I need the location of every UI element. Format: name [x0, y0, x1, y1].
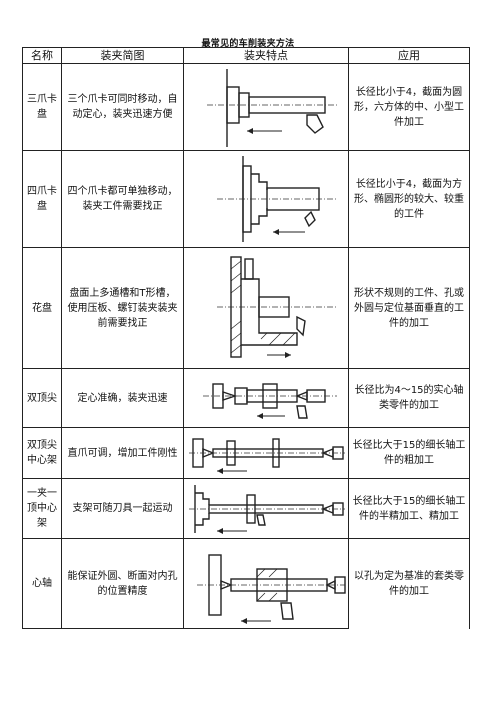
header-application: 应用 — [348, 47, 470, 64]
table-row: 花盘 盘面上多通槽和T形槽，使用压板、螺钉装夹装夹前需要找正 — [22, 247, 470, 369]
page-title: 最常见的车削装夹方法 — [201, 39, 295, 49]
row-application: 长径比小于4，截面为方形、椭圆形的较大、较重的工件 — [354, 178, 464, 220]
row-method: 盘面上多通槽和T形槽，使用压板、螺钉装夹装夹前需要找正 — [67, 287, 178, 329]
row-name: 四爪卡盘 — [22, 150, 62, 248]
row-method: 能保证外圆、断面对内孔的位置精度 — [67, 570, 178, 597]
row-application: 以孔为定为基准的套类零件的加工 — [354, 570, 464, 597]
row-name: 花盘 — [22, 247, 62, 369]
table-row: 双顶尖 定心准确，装夹迅速 长径比为4～15的实心轴类零件的加工 — [22, 368, 470, 428]
table-row: 心轴 能保证外圆、断面对内孔的位置精度 以孔为定为基准的套类零件的加工 — [22, 538, 470, 629]
row-name: 心轴 — [22, 538, 62, 629]
row-method: 直爪可调，增加工件刚性 — [67, 447, 178, 459]
row-application: 长径比小于4，截面为圆形，六方体的中、小型工件加工 — [354, 86, 464, 128]
table-row: 三爪卡盘 三个爪卡可同时移动，自动定心，装夹迅速方便 长径比小于4，截面为圆形，… — [22, 63, 470, 151]
table-row: 四爪卡盘 四个爪卡都可单独移动，装夹工件需要找正 长径比小于4，截面为方形、椭圆… — [22, 150, 470, 248]
row-name: 三爪卡盘 — [22, 63, 62, 151]
row-method: 支架可随刀具一起运动 — [72, 503, 173, 514]
three-jaw-chuck-diagram — [207, 69, 337, 147]
mandrel-diagram — [197, 553, 346, 624]
header-diagram: 装夹特点 — [183, 47, 349, 64]
header-name: 名称 — [22, 47, 62, 64]
table-row: 一夹一顶中心架 支架可随刀具一起运动 长径比大于15的细长轴工件的半精加工、精加… — [22, 478, 470, 539]
row-application: 长径比大于15的细长轴工件的粗加工 — [352, 440, 466, 466]
row-method: 定心准确，装夹迅速 — [77, 392, 168, 404]
follow-rest-diagram — [189, 484, 345, 534]
table-row: 双顶尖中心架 直爪可调，增加工件刚性 长径比大于15的细长轴工件的粗加工 — [22, 427, 470, 479]
row-application: 形状不规则的工件、孔或外圆与定位基面垂直的工件的加工 — [354, 287, 464, 329]
table-header-row: 名称 装夹简图 装夹特点 应用 — [22, 47, 470, 64]
between-centers-diagram — [203, 383, 337, 419]
row-method: 三个爪卡可同时移动，自动定心，装夹迅速方便 — [67, 94, 178, 120]
four-jaw-chuck-diagram — [217, 156, 337, 242]
steady-rest-diagram — [189, 438, 345, 474]
row-application: 长径比为4～15的实心轴类零件的加工 — [354, 385, 464, 411]
row-name: 一夹一顶中心架 — [22, 478, 62, 539]
row-method: 四个爪卡都可单独移动，装夹工件需要找正 — [67, 186, 178, 212]
faceplate-diagram — [217, 256, 337, 358]
header-method: 装夹简图 — [61, 47, 184, 64]
row-application: 长径比大于15的细长轴工件的半精加工、精加工 — [352, 495, 466, 522]
row-name: 双顶尖中心架 — [22, 427, 62, 479]
row-name: 双顶尖 — [22, 368, 62, 428]
clamping-methods-table: 名称 装夹简图 装夹特点 应用 三爪卡盘 三个爪卡可同时移动，自动定心，装夹迅速… — [22, 47, 470, 629]
